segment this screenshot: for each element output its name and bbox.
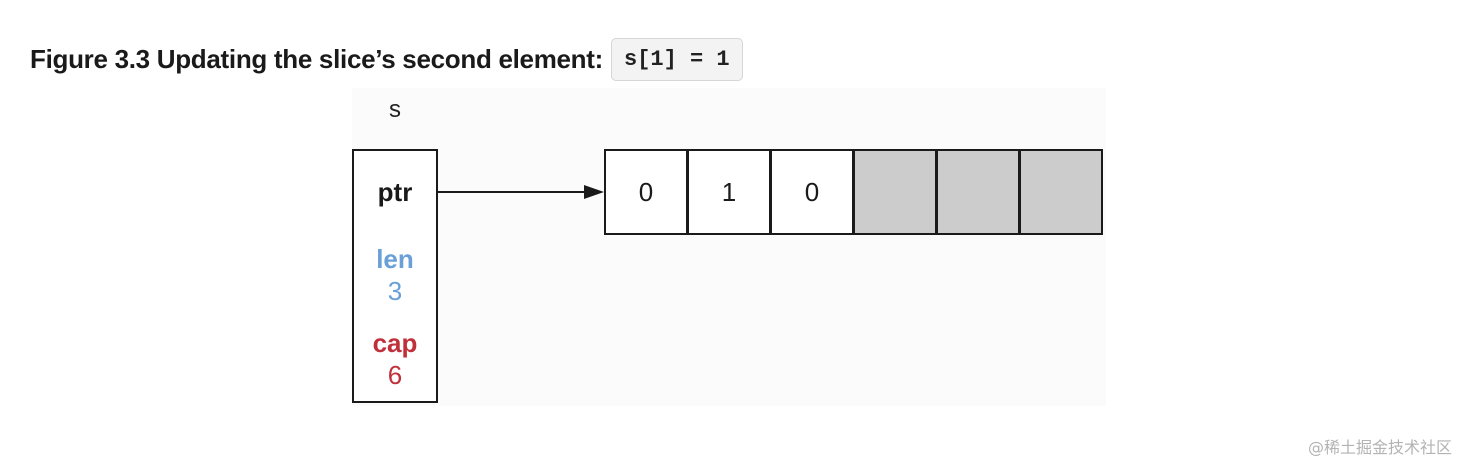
array-cell-unused [853,149,937,235]
slice-field-len: len 3 [352,233,438,319]
caption-text: Figure 3.3 Updating the slice’s second e… [30,43,603,74]
array-cell: 0 [604,149,688,235]
cap-value: 6 [387,360,403,390]
slice-field-ptr: ptr [352,149,438,235]
cap-label: cap [372,328,418,358]
pointer-arrow-head [584,185,604,199]
ptr-label: ptr [377,177,413,207]
len-label: len [376,244,414,274]
len-value: 3 [387,276,403,306]
figure-caption: Figure 3.3 Updating the slice’s second e… [30,36,743,82]
caption-code: s[1] = 1 [610,37,743,81]
array-cell-unused [1019,149,1103,235]
array-cell-unused [936,149,1020,235]
array-cell: 1 [687,149,771,235]
slice-field-cap: cap 6 [352,317,438,403]
slice-name: s [389,96,401,123]
diagram-background [352,88,1106,406]
watermark: @稀土掘金技术社区 [1307,438,1452,457]
array-cell: 0 [770,149,854,235]
